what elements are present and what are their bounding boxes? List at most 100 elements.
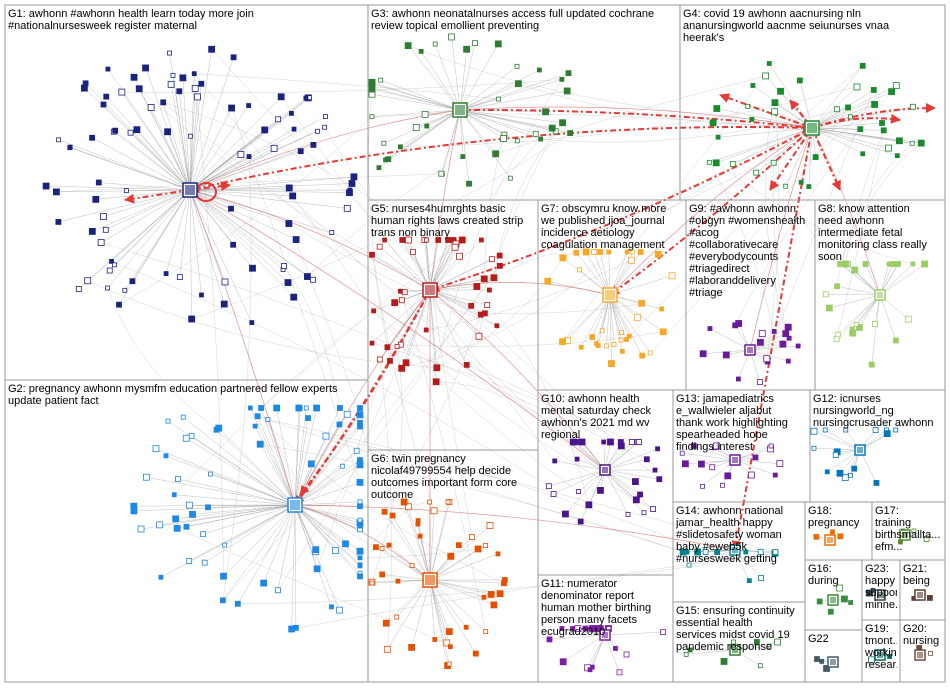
group-edge — [879, 263, 925, 296]
group-edge — [429, 579, 485, 598]
group-edge — [459, 109, 541, 140]
graph-node — [463, 45, 470, 53]
group-edge — [429, 239, 453, 291]
group-edge — [811, 127, 922, 144]
group-edge — [879, 294, 897, 341]
cross-edge — [359, 548, 479, 559]
group-edge — [604, 469, 654, 510]
graph-node — [394, 614, 400, 620]
graph-node — [599, 328, 605, 334]
group-edge — [276, 407, 296, 506]
graph-node — [55, 219, 62, 225]
group-edge — [459, 109, 470, 184]
graph-node — [776, 460, 784, 468]
cross-edge — [379, 359, 392, 650]
group-edge — [429, 579, 450, 665]
group-edge — [189, 57, 234, 191]
graph-node — [866, 589, 873, 597]
graph-node — [285, 184, 293, 192]
graph-node — [260, 579, 268, 587]
graph-node — [490, 601, 498, 609]
graph-node — [343, 410, 351, 418]
cross-edge — [121, 79, 562, 94]
group-edge — [189, 83, 202, 191]
graph-node — [819, 659, 825, 664]
graph-node — [230, 54, 237, 61]
graph-node — [659, 328, 667, 336]
group-edge — [716, 108, 813, 129]
graph-node — [432, 378, 440, 386]
group-edge — [179, 91, 191, 191]
group-edge — [387, 579, 431, 650]
graph-node — [322, 124, 328, 130]
cross-edge — [194, 73, 374, 311]
graph-node — [171, 492, 177, 498]
graph-node — [909, 103, 916, 110]
group-edge — [291, 504, 296, 630]
graph-node — [709, 119, 717, 127]
graph-node — [106, 267, 113, 274]
graph-node — [650, 506, 657, 512]
cross-edge — [371, 254, 435, 511]
cross-edge-hub — [429, 281, 611, 296]
hub-node-icon — [425, 285, 435, 295]
group-edge — [429, 579, 448, 643]
group-panel-g15 — [672, 601, 806, 683]
graph-node — [289, 110, 294, 116]
group-edge — [813, 431, 861, 451]
graph-node — [310, 276, 316, 283]
cross-edge — [593, 65, 863, 253]
group-edge — [839, 263, 881, 296]
graph-node — [885, 144, 892, 152]
graph-node — [632, 496, 640, 504]
group-edge — [429, 579, 492, 595]
graph-node — [859, 62, 866, 69]
group-edge — [294, 501, 361, 506]
group-edge — [429, 579, 505, 584]
group-edge — [174, 494, 296, 506]
group-edge — [429, 579, 436, 640]
graph-node — [731, 639, 736, 645]
group-edge — [146, 476, 296, 506]
group-edge — [709, 127, 813, 163]
group-edge — [459, 109, 518, 142]
group-edge — [429, 579, 467, 628]
graph-node — [750, 83, 756, 88]
graph-node — [237, 150, 245, 158]
graph-node — [576, 489, 581, 494]
cross-edge — [101, 242, 647, 460]
highlighted-edge — [811, 127, 841, 191]
group-edge — [420, 51, 461, 111]
cross-edge — [487, 304, 590, 505]
group-edge — [384, 511, 431, 581]
graph-node — [252, 423, 258, 429]
group-edge — [277, 504, 296, 591]
group-edge — [392, 515, 431, 581]
graph-node — [219, 597, 226, 604]
graph-node — [722, 351, 730, 359]
graph-node — [398, 297, 405, 304]
graph-node — [137, 525, 145, 533]
group-edge — [133, 504, 296, 512]
graph-node — [825, 304, 833, 312]
group-edge — [371, 289, 431, 344]
graph-node — [486, 522, 494, 529]
group-edge — [177, 504, 296, 529]
graph-node — [208, 471, 213, 477]
group-edge — [170, 84, 191, 191]
graph-node — [173, 524, 181, 532]
graph-node — [386, 542, 392, 548]
group-edge — [216, 429, 296, 506]
group-edge — [92, 189, 191, 232]
group-edge — [294, 504, 318, 569]
graph-node — [118, 88, 126, 96]
group-edge — [189, 189, 285, 267]
group-edge — [429, 553, 499, 581]
cross-edge — [401, 251, 610, 369]
graph-node — [446, 661, 452, 667]
group-edge — [429, 289, 480, 337]
graph-node — [336, 421, 343, 428]
group-edge — [384, 239, 431, 291]
group-edge — [132, 189, 191, 282]
graph-node — [88, 228, 96, 235]
